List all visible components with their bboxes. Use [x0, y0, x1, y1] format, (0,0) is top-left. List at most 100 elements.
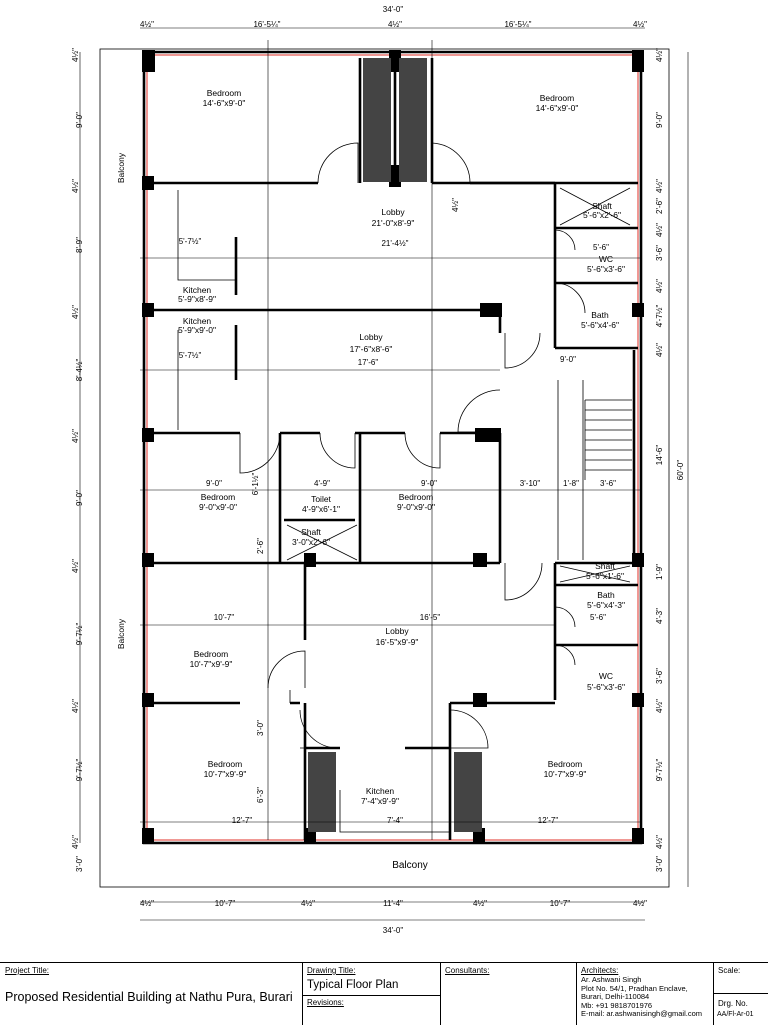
architects-label: Architects: [581, 966, 619, 975]
room-name: Bedroom [548, 759, 583, 769]
drg-no-label: Drg. No. [718, 999, 748, 1008]
dimension-label: Lobby [359, 332, 383, 342]
room-name: Bedroom [540, 93, 575, 103]
room-name: Bedroom [201, 492, 236, 502]
architects-cell: Architects: Ar. Ashwani Singh Plot No. 5… [576, 963, 713, 1025]
dimension-label: 4½" [71, 179, 80, 193]
room-size: 9'-0"x9'-0" [199, 502, 237, 512]
drawing-title-label: Drawing Title: [307, 966, 356, 975]
dimension-label: 5'-9"x8'-9" [178, 294, 216, 304]
dimension-label: 4½" [655, 48, 664, 62]
balcony-labels: Balcony Balcony Balcony [116, 152, 428, 871]
balcony-label: Balcony [116, 618, 126, 649]
room-size: 5'-6"x4'-3" [587, 600, 625, 610]
dimension-label: 4½" [71, 699, 80, 713]
dimension-label: 10'-7"x9'-9" [190, 659, 233, 669]
dimension-label: Kitchen [183, 316, 212, 326]
room-name: Kitchen [366, 786, 395, 796]
dimension-label: 10'-7" [215, 899, 236, 908]
project-title-label: Project Title: [5, 966, 50, 975]
scale-drg-cell: Scale: Drg. No. AA/Fl-Ar-01 [713, 963, 768, 1025]
dimension-label: Shaft [301, 527, 321, 537]
interior-walls [147, 58, 638, 840]
balcony-label: Balcony [116, 152, 126, 183]
dimension-label: 4½" [71, 48, 80, 62]
dimension-label: Toilet [311, 494, 331, 504]
dimension-label: 4½" [301, 899, 315, 908]
room-name: Lobby [359, 332, 383, 342]
dimension-label: 4½" [140, 899, 154, 908]
drg-no: AA/Fl-Ar-01 [717, 1011, 754, 1018]
dimension-label: 10'-7" [214, 613, 235, 622]
overall-width-bottom: 34'-0" [383, 926, 404, 935]
dimension-label: 4'-3" [655, 608, 664, 624]
dimension-label: 9'-7½" [75, 759, 84, 782]
kitchen-counters [177, 190, 450, 833]
dimension-label: 4½" [388, 20, 402, 29]
overall-width-top: 34'-0" [383, 5, 404, 14]
dimension-label: 16'-5"x9'-9" [376, 637, 419, 647]
room-size: 5'-9"x8'-9" [178, 294, 216, 304]
staircases [308, 58, 632, 832]
balcony-label: Balcony [392, 860, 428, 871]
inner-dimension-labels: 5'-7½" 21'-4½" 5'-7½" 17'-6" 5'-6" 9'-0"… [179, 198, 616, 825]
dimension-label: 4½" [655, 343, 664, 357]
room-size: 5'-6"x3'-6" [587, 264, 625, 274]
consultants-cell: Consultants: [440, 963, 576, 1025]
dimension-label: 3'-6" [655, 668, 664, 684]
dimension-lines [79, 27, 689, 921]
dimension-label: 6'-1½" [251, 473, 260, 496]
room-size: 5'-6"x4'-6" [581, 320, 619, 330]
dimension-label: 4'-7½" [655, 305, 664, 328]
dimension-label: 5'-6" [593, 243, 609, 252]
bottom-dimension-labels: 4½" 10'-7" 4½" 11'-4" 4½" 10'-7" 4½" [140, 899, 647, 908]
dimension-label: Bedroom [399, 492, 434, 502]
dimension-label: 9'-0" [75, 112, 84, 128]
room-name: Lobby [381, 207, 405, 217]
dimension-label: 3'-6" [600, 479, 616, 488]
dimension-label: 11'-4" [383, 899, 403, 908]
dimension-label: 4½" [633, 20, 647, 29]
architect-address: Plot No. 54/1, Pradhan Enclave, [581, 983, 688, 993]
dimension-label: Lobby [381, 207, 405, 217]
dimension-label: 4½" [655, 223, 664, 237]
room-name: Shaft [301, 527, 321, 537]
dimension-label: Kitchen [366, 786, 395, 796]
architect-city: Burari, Delhi-110084 [581, 992, 650, 1002]
overall-depth: 60'-0" [676, 460, 685, 481]
scale-label: Scale: [718, 966, 741, 975]
room-name: Shaft [595, 561, 615, 571]
dimension-label: 9'-7½" [75, 623, 84, 646]
floor-plan-drawing: Bedroom 14'-6"x9'-0" Bedroom 14'-6"x9'-0… [71, 5, 689, 935]
dimension-label: 4½" [633, 899, 647, 908]
dimension-label: 4'-9"x6'-1" [302, 504, 340, 514]
dimension-label: 8'-4½" [75, 359, 84, 382]
room-size: 5'-9"x9'-0" [178, 325, 216, 335]
room-name: Kitchen [183, 316, 212, 326]
dimension-label: Kitchen [183, 285, 212, 295]
project-title-cell: Project Title: Proposed Residential Buil… [0, 963, 302, 1025]
dimension-label: 4½" [655, 279, 664, 293]
room-name: Lobby [385, 626, 409, 636]
dimension-label: Bedroom [540, 93, 575, 103]
dimension-label: 4½" [71, 429, 80, 443]
dimension-label: 4½" [451, 198, 460, 212]
dimension-label: 5'-6"x3'-6" [587, 682, 625, 692]
dimension-label: 3'-6" [655, 245, 664, 261]
architect-name: Ar. Ashwani Singh [581, 975, 642, 984]
dimension-label: 16'-5¼" [504, 20, 531, 29]
room-name: Bath [591, 310, 609, 320]
room-size: 10'-7"x9'-9" [544, 769, 587, 779]
dimension-label: Bedroom [194, 649, 229, 659]
dimension-label: 1'-8" [563, 479, 579, 488]
dimension-label: 3'-0" [655, 856, 664, 872]
dimension-label: 5'-7½" [179, 237, 202, 246]
room-size: 10'-7"x9'-9" [204, 769, 247, 779]
dimension-label: 2'-6" [655, 198, 664, 214]
dimension-label: 4½" [473, 899, 487, 908]
drawing-title-cell: Drawing Title: Typical Floor Plan Revisi… [302, 963, 440, 1025]
room-size: 16'-5"x9'-9" [376, 637, 419, 647]
room-size: 21'-0"x8'-9" [372, 218, 415, 228]
dimension-label: 14'-6"x9'-0" [536, 103, 579, 113]
dimension-label: Bedroom [548, 759, 583, 769]
